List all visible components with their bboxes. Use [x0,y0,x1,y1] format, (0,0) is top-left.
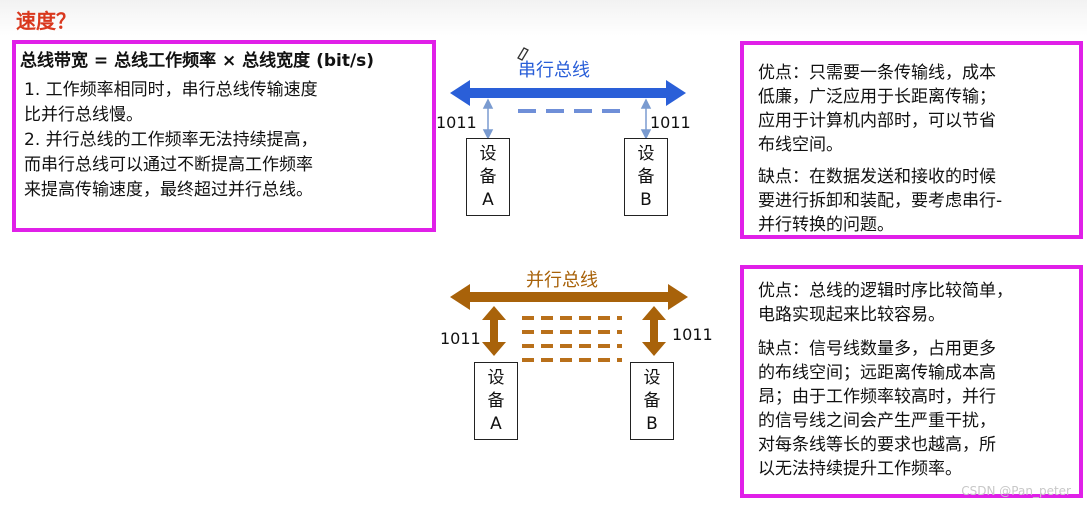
serial-pros-cons-box: 优点：只需要一条传输线，成本 低廉，广泛应用于长距离传输； 应用于计算机内部时，… [740,41,1083,239]
parallel-cons-line6: 以无法持续提升工作频率。 [758,459,962,479]
serial-pros: 优点：只需要一条传输线，成本 低廉，广泛应用于长距离传输； 应用于计算机内部时，… [758,61,1071,157]
device-b-char2: 备 [637,166,655,187]
point2-line2: 而串行总线可以通过不断提高工作频率 [24,155,313,175]
serial-bits-left: 1011 [436,113,477,132]
device-a-char3: A [490,413,502,434]
point2-line3: 来提高传输速度，最终超过并行总线。 [24,180,313,200]
parallel-cons: 缺点：信号线数量多，占用更多 的布线空间；远距离传输成本高 昂；由于工作频率较高… [758,337,1071,481]
parallel-connector-b [642,306,666,356]
parallel-pros-line2: 电路实现起来比较容易。 [758,305,945,325]
parallel-cons-line2: 的布线空间；远距离传输成本高 [758,363,996,383]
serial-bus-arrow [450,80,686,106]
parallel-bus-label: 并行总线 [526,270,598,291]
serial-connector-b [640,98,652,140]
device-a-char3: A [482,189,494,210]
parallel-cons-line5: 对每条线等长的要求也越高，所 [758,435,996,455]
serial-device-b: 设 备 B [624,138,668,216]
parallel-pros-line1: 优点：总线的逻辑时序比较简单， [758,281,1013,301]
serial-device-a: 设 备 A [466,138,510,216]
bandwidth-points: 1. 工作频率相同时，串行总线传输速度 比并行总线慢。 2. 并行总线的工作频率… [24,78,318,203]
serial-pros-line4: 布线空间。 [758,135,843,155]
parallel-pros-cons-box: 优点：总线的逻辑时序比较简单， 电路实现起来比较容易。 缺点：信号线数量多，占用… [740,265,1083,498]
device-b-char1: 设 [643,367,661,388]
device-b-char2: 备 [643,390,661,411]
watermark: CSDN @Pan_peter [961,484,1071,498]
title-band [0,0,1087,36]
serial-pros-line1: 优点：只需要一条传输线，成本 [758,63,996,83]
parallel-device-a: 设 备 A [474,362,518,440]
serial-bits-right: 1011 [650,113,691,132]
device-b-char1: 设 [637,143,655,164]
point2-line1: 2. 并行总线的工作频率无法持续提高， [24,130,318,150]
point1-line2: 比并行总线慢。 [24,105,143,125]
device-a-char2: 备 [487,390,505,411]
pencil-icon [517,47,529,61]
device-b-char3: B [646,413,658,434]
parallel-bus-arrow [450,284,688,310]
parallel-cons-line3: 昂；由于工作频率较高时，并行 [758,387,996,407]
slide-title: 速度？ [16,9,76,33]
device-a-char2: 备 [479,166,497,187]
parallel-device-b: 设 备 B [630,362,674,440]
serial-cons-line1: 缺点：在数据发送和接收的时候 [758,167,996,187]
device-b-char3: B [640,189,652,210]
serial-pros-line3: 应用于计算机内部时，可以节省 [758,111,996,131]
device-a-char1: 设 [487,367,505,388]
parallel-bits-right: 1011 [672,325,713,344]
serial-cons-line3: 并行转换的问题。 [758,215,894,235]
serial-connector-a [482,98,494,140]
parallel-connector-a [482,306,506,356]
bandwidth-formula: 总线带宽 = 总线工作频率 × 总线宽度 (bit/s) [20,51,375,71]
parallel-cons-line4: 的信号线之间会产生严重干扰， [758,411,996,431]
serial-cons: 缺点：在数据发送和接收的时候 要进行拆卸和装配，要考虑串行- 并行转换的问题。 [758,165,1071,237]
bandwidth-box: 总线带宽 = 总线工作频率 × 总线宽度 (bit/s) 1. 工作频率相同时，… [12,40,436,232]
parallel-pros: 优点：总线的逻辑时序比较简单， 电路实现起来比较容易。 [758,279,1071,327]
parallel-cons-line1: 缺点：信号线数量多，占用更多 [758,339,996,359]
device-a-char1: 设 [479,143,497,164]
point1-line1: 1. 工作频率相同时，串行总线传输速度 [24,80,318,100]
serial-bus-label: 串行总线 [518,60,590,81]
parallel-wires [522,316,622,362]
serial-cons-line2: 要进行拆卸和装配，要考虑串行- [758,191,1003,211]
serial-pros-line2: 低廉，广泛应用于长距离传输； [758,87,996,107]
parallel-bits-left: 1011 [440,329,481,348]
